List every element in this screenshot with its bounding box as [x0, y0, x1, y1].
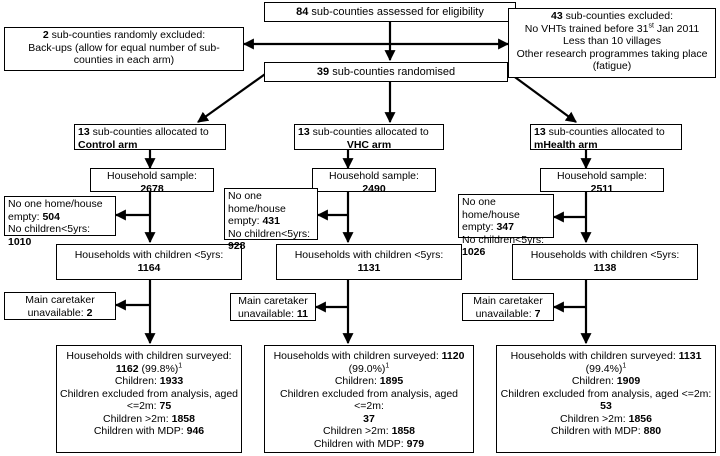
vhc-caretaker-box: Main caretaker unavailable: 11: [230, 293, 316, 321]
control-surveyed-box: Households with children surveyed: 1162 …: [56, 345, 242, 453]
vhc-household-sample-box: Household sample:2490: [312, 168, 436, 195]
eligibility-box: 84 sub-counties assessed for eligibility: [264, 2, 516, 22]
control-arm-allocation-box: 13 sub-counties allocated to Control arm: [74, 124, 226, 151]
control-households-children-box: Households with children <5yrs:1164: [56, 244, 242, 280]
mhealth-exclusion-box: No one home/house empty: 347 No children…: [458, 194, 554, 258]
vhc-exclusion-box: No one home/house empty: 431 No children…: [224, 188, 318, 252]
vhc-households-children-box: Households with children <5yrs:1131: [276, 244, 462, 280]
mhealth-surveyed-box: Households with children surveyed: 1131 …: [496, 345, 716, 453]
vhc-surveyed-box: Households with children surveyed: 1120 …: [264, 345, 474, 453]
randomly-excluded-box: 2 sub-counties randomly excluded: Back-u…: [4, 27, 244, 71]
mhealth-households-children-box: Households with children <5yrs:1138: [512, 244, 698, 280]
control-caretaker-box: Main caretaker unavailable: 2: [4, 292, 116, 320]
connector-to-mhealth: [507, 71, 577, 123]
mhealth-arm-allocation-box: 13 sub-counties allocated to mHealth arm: [530, 124, 682, 151]
control-exclusion-box: No one home/house empty: 504 No children…: [4, 196, 116, 248]
mhealth-household-sample-box: Household sample:2511: [540, 168, 664, 195]
mhealth-caretaker-box: Main caretaker unavailable: 7: [462, 293, 554, 321]
vhc-arm-allocation-box: 13 sub-counties allocated to VHC arm: [294, 124, 444, 151]
excluded-box: 43 sub-counties excluded: No VHTs traine…: [508, 8, 716, 78]
control-household-sample-box: Household sample:2678: [90, 168, 214, 195]
connector-to-control: [197, 71, 269, 123]
randomised-box: 39 sub-counties randomised: [264, 62, 508, 82]
